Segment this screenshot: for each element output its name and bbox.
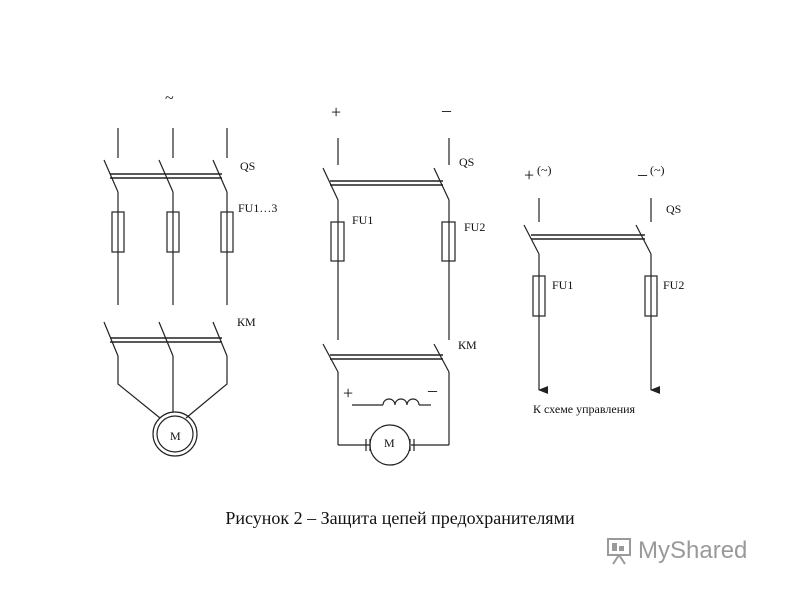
fuse-fu1-control	[532, 275, 546, 317]
fu2-label-dc: FU2	[464, 220, 485, 234]
ctrl-minus-ac-note: (~)	[650, 163, 664, 177]
motor-three-phase	[152, 411, 198, 457]
fu1-label-dc: FU1	[352, 213, 373, 227]
dc-minus-symbol: –	[441, 100, 452, 120]
watermark-text: MyShared	[638, 537, 748, 564]
km-label: КМ	[237, 315, 256, 329]
field-plus-symbol: +	[343, 383, 353, 403]
fuse-fu1-dc	[330, 221, 345, 262]
qs-switch-three-phase	[103, 159, 228, 193]
km-contactor-dc	[322, 343, 450, 373]
km-contactor-three-phase	[103, 321, 228, 357]
fuse-fu2-control	[644, 275, 658, 317]
three-phase-circuit: ~ QS FU1…3	[103, 90, 277, 457]
qs-switch-control	[523, 224, 652, 255]
motor-wiring	[117, 356, 228, 419]
motor-dc	[365, 424, 415, 466]
ctrl-plus-ac-note: (~)	[537, 163, 551, 177]
dc-motor-circuit: + – QS FU1 FU2 К	[322, 100, 485, 466]
field-winding-inductor	[352, 398, 431, 406]
watermark: MyShared	[604, 536, 747, 566]
motor-dc-label: М	[384, 436, 395, 450]
dc-plus-symbol: +	[331, 102, 341, 122]
qs-switch-dc	[322, 167, 450, 201]
figure-caption: Рисунок 2 – Защита цепей предохранителям…	[225, 508, 575, 528]
control-supply-circuit: + (~) – (~) QS FU1 FU2 К схеме управлени…	[523, 163, 684, 416]
qs-label-control: QS	[666, 202, 681, 216]
ac-supply-symbol: ~	[165, 90, 174, 107]
km-label-dc: КМ	[458, 338, 477, 352]
fu1-label-control: FU1	[552, 278, 573, 292]
fuses-fu1-3	[111, 211, 234, 253]
field-minus-symbol: –	[427, 380, 438, 400]
qs-label-dc: QS	[459, 155, 474, 169]
qs-label: QS	[240, 159, 255, 173]
fu2-label-control: FU2	[663, 278, 684, 292]
ctrl-plus-symbol: +	[524, 165, 534, 185]
fuse-group-label: FU1…3	[238, 201, 277, 215]
motor-label: М	[170, 429, 181, 443]
presentation-board-icon	[607, 538, 631, 565]
ctrl-minus-symbol: –	[637, 164, 648, 184]
fuse-fu2-dc	[441, 221, 456, 262]
control-output-label: К схеме управления	[533, 402, 636, 416]
